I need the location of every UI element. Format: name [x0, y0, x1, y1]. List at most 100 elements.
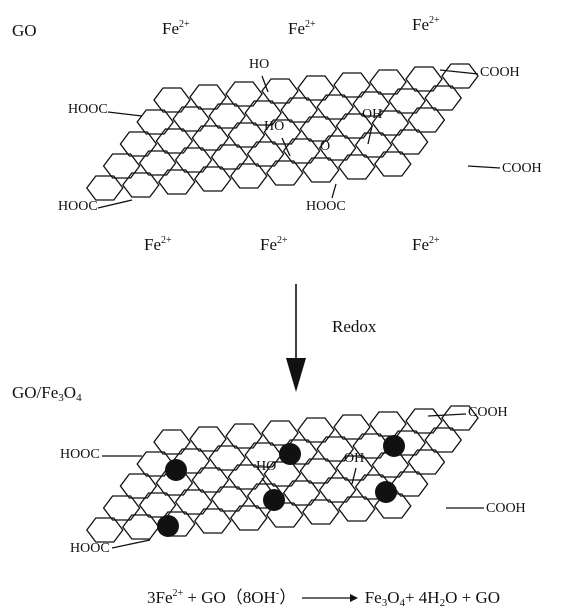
hex-ring — [335, 455, 374, 481]
ho-group-center: HO — [264, 119, 285, 134]
go-sheet-bottom — [85, 405, 479, 543]
cooh-group-bottom-sheet-top: COOH — [468, 405, 508, 420]
redox-label: Redox — [332, 317, 377, 336]
hex-ring — [193, 508, 232, 534]
hex-ring — [229, 505, 268, 531]
hex-ring — [441, 63, 479, 89]
hex-ring — [208, 103, 247, 129]
fe-ion-3: Fe2+ — [412, 15, 440, 34]
hex-ring — [405, 408, 443, 434]
hex-ring — [297, 417, 335, 443]
hex-ring — [371, 452, 410, 478]
hex-ring — [85, 517, 124, 543]
hex-ring — [299, 458, 338, 484]
hex-ring — [265, 160, 304, 186]
hex-ring — [390, 471, 429, 497]
hex-ring — [225, 423, 263, 449]
nanoparticle-3 — [383, 435, 405, 457]
hex-ring — [333, 414, 371, 440]
hex-ring — [191, 467, 230, 493]
hex-ring — [373, 151, 412, 177]
hex-ring — [208, 445, 247, 471]
nanoparticle-2 — [279, 443, 301, 465]
go-sheet-top — [85, 63, 479, 201]
hex-ring — [138, 150, 177, 176]
hex-ring — [155, 128, 194, 154]
hex-ring — [297, 75, 335, 101]
cooh-group-mid-right: COOH — [502, 161, 542, 176]
hex-ring — [299, 116, 338, 142]
hex-ring — [301, 157, 340, 183]
nanoparticle-6 — [157, 515, 179, 537]
hex-ring — [352, 91, 391, 117]
hex-ring — [136, 109, 175, 135]
hex-ring — [318, 135, 357, 161]
hex-ring — [227, 464, 266, 490]
epoxy-o-group: O — [320, 139, 331, 154]
hex-ring — [119, 131, 158, 157]
reaction-arrow-icon — [302, 594, 359, 602]
hex-ring — [102, 495, 141, 521]
hex-ring — [121, 172, 160, 198]
hex-ring — [333, 72, 371, 98]
hex-ring — [229, 163, 268, 189]
hex-ring — [102, 153, 141, 179]
hex-ring — [388, 88, 427, 114]
hex-ring — [227, 122, 266, 148]
hex-ring — [390, 129, 429, 155]
hex-ring — [318, 477, 357, 503]
hex-ring — [121, 514, 160, 540]
hooc-group-bottom-sheet-bottom: HOOC — [70, 541, 110, 556]
hex-ring — [354, 132, 393, 158]
hex-ring — [172, 106, 211, 132]
top-sheet-bonds — [97, 69, 501, 209]
nanoparticle-1 — [165, 459, 187, 481]
hex-ring — [261, 78, 299, 104]
hex-ring — [282, 480, 321, 506]
hex-ring — [210, 486, 249, 512]
hooc-group-bottom-left: HOOC — [58, 199, 98, 214]
cooh-group-bottom-sheet-right: COOH — [486, 501, 526, 516]
hex-ring — [263, 461, 302, 487]
hex-ring — [244, 100, 283, 126]
hex-ring — [153, 429, 191, 455]
hex-ring — [138, 492, 177, 518]
fe-ion-4: Fe2+ — [144, 235, 172, 254]
go-fe3o4-label: GO/Fe3O4 — [12, 383, 82, 404]
hex-ring — [369, 411, 407, 437]
hex-ring — [174, 489, 213, 515]
hex-ring — [244, 442, 283, 468]
hex-ring — [424, 85, 463, 111]
hex-ring — [405, 66, 443, 92]
hex-ring — [371, 110, 410, 136]
hex-ring — [441, 405, 479, 431]
hex-ring — [316, 94, 355, 120]
fe-ion-1: Fe2+ — [162, 19, 190, 38]
hex-ring — [369, 69, 407, 95]
go-label: GO — [12, 21, 37, 40]
reaction-equation: 3Fe2+ + GO（8OH-） Fe3O4+ 4H2O + GO — [147, 588, 501, 609]
hex-ring — [316, 436, 355, 462]
hex-ring — [193, 166, 232, 192]
hex-ring — [424, 427, 463, 453]
hex-ring — [282, 138, 321, 164]
hooc-group-bottom-center: HOOC — [306, 199, 346, 214]
hex-ring — [153, 87, 191, 113]
hex-ring — [210, 144, 249, 170]
fe3o4-nanoparticles — [157, 435, 405, 537]
hooc-group-bottom-sheet-left: HOOC — [60, 447, 100, 462]
hooc-group-top-left: HOOC — [68, 102, 108, 117]
hex-ring — [119, 473, 158, 499]
hex-ring — [301, 499, 340, 525]
hex-ring — [157, 169, 196, 195]
hex-ring — [191, 125, 230, 151]
hex-ring — [261, 420, 299, 446]
fe-ion-2: Fe2+ — [288, 19, 316, 38]
hex-ring — [263, 119, 302, 145]
hex-ring — [407, 449, 446, 475]
fe-ion-6: Fe2+ — [412, 235, 440, 254]
ho-group-top: HO — [249, 57, 270, 72]
hex-ring — [335, 113, 374, 139]
hex-ring — [85, 175, 124, 201]
